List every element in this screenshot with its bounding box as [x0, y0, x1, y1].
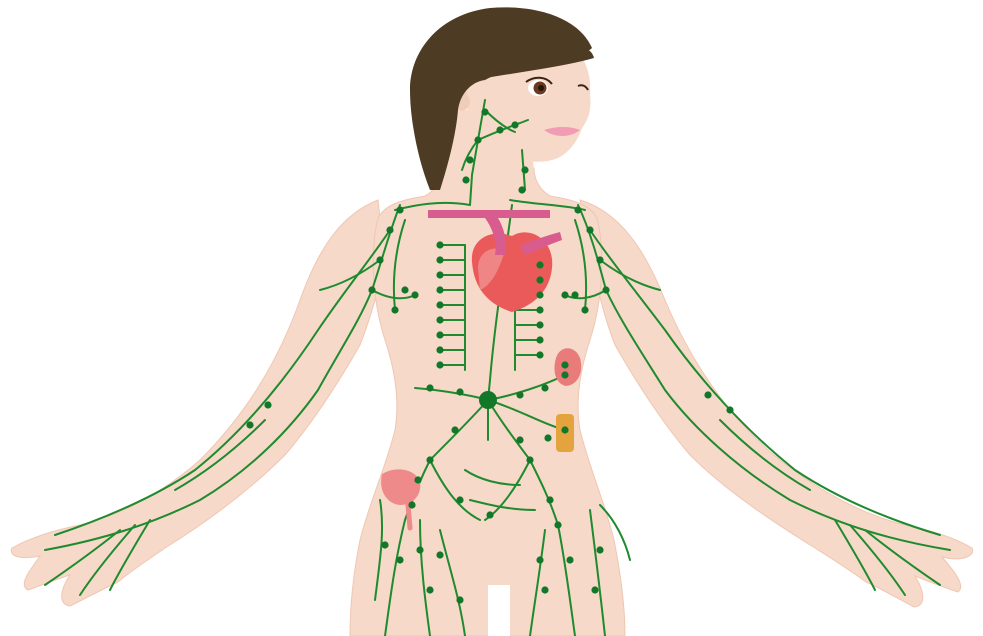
- lymph-node: [386, 226, 393, 233]
- lymph-node: [414, 476, 421, 483]
- lymph-node: [416, 546, 423, 553]
- lymph-node: [436, 551, 443, 558]
- lymph-node: [561, 291, 568, 298]
- lymph-node: [401, 286, 408, 293]
- lymph-node: [596, 256, 603, 263]
- lymph-node: [264, 401, 271, 408]
- lymph-node: [536, 336, 543, 343]
- cisterna-chyli-node: [479, 391, 497, 409]
- lymph-node: [536, 291, 543, 298]
- lymph-node: [546, 496, 553, 503]
- lymph-node: [456, 496, 463, 503]
- leg-gap: [488, 585, 510, 636]
- lymph-node: [536, 306, 543, 313]
- lymph-node: [526, 456, 533, 463]
- lymph-node: [436, 316, 443, 323]
- lymph-node: [581, 306, 588, 313]
- lymph-node: [536, 276, 543, 283]
- lymph-node: [474, 136, 481, 143]
- lymph-node: [462, 176, 469, 183]
- lymph-node: [376, 256, 383, 263]
- lymph-node: [561, 426, 568, 433]
- lymph-node: [541, 384, 548, 391]
- lymph-node: [574, 206, 581, 213]
- lymph-node: [536, 351, 543, 358]
- lymph-node: [544, 434, 551, 441]
- lymph-node: [516, 436, 523, 443]
- lymph-node: [466, 156, 473, 163]
- lymph-node: [704, 391, 711, 398]
- lymph-node: [426, 586, 433, 593]
- lymph-node: [456, 388, 463, 395]
- lymph-node: [536, 261, 543, 268]
- lymph-node: [368, 286, 375, 293]
- head: [410, 7, 594, 190]
- lymph-node: [561, 361, 568, 368]
- lymph-node: [726, 406, 733, 413]
- lymph-node: [602, 286, 609, 293]
- lymph-node: [426, 456, 433, 463]
- lymph-node: [396, 206, 403, 213]
- lymph-node: [436, 241, 443, 248]
- lymph-node: [516, 391, 523, 398]
- lymph-node: [518, 186, 525, 193]
- lymph-node: [396, 556, 403, 563]
- lymph-node: [411, 291, 418, 298]
- lymph-node: [554, 521, 561, 528]
- lymph-node: [391, 306, 398, 313]
- pupil-icon: [538, 85, 544, 91]
- lymph-node: [586, 226, 593, 233]
- lymph-node: [541, 586, 548, 593]
- lymph-node: [408, 501, 415, 508]
- lymph-node: [436, 271, 443, 278]
- lymph-node: [591, 586, 598, 593]
- lymph-node: [436, 331, 443, 338]
- lymph-node: [426, 384, 433, 391]
- lymph-node: [496, 126, 503, 133]
- lymph-node: [486, 511, 493, 518]
- lymph-node: [381, 541, 388, 548]
- gland-stem: [408, 505, 410, 528]
- lymph-node: [436, 361, 443, 368]
- lymph-node: [521, 166, 528, 173]
- lymph-node: [511, 121, 518, 128]
- lymph-node: [596, 546, 603, 553]
- lymph-node: [536, 556, 543, 563]
- lymph-node: [451, 426, 458, 433]
- lymph-node: [436, 286, 443, 293]
- lymph-node: [246, 421, 253, 428]
- lymph-node: [436, 301, 443, 308]
- lymph-node: [436, 346, 443, 353]
- lymph-node: [561, 371, 568, 378]
- lymph-node: [456, 596, 463, 603]
- lymph-node: [571, 291, 578, 298]
- right-arm: [580, 200, 973, 607]
- lymph-node: [481, 108, 488, 115]
- lymph-node: [536, 321, 543, 328]
- lymph-node: [566, 556, 573, 563]
- lymph-node: [436, 256, 443, 263]
